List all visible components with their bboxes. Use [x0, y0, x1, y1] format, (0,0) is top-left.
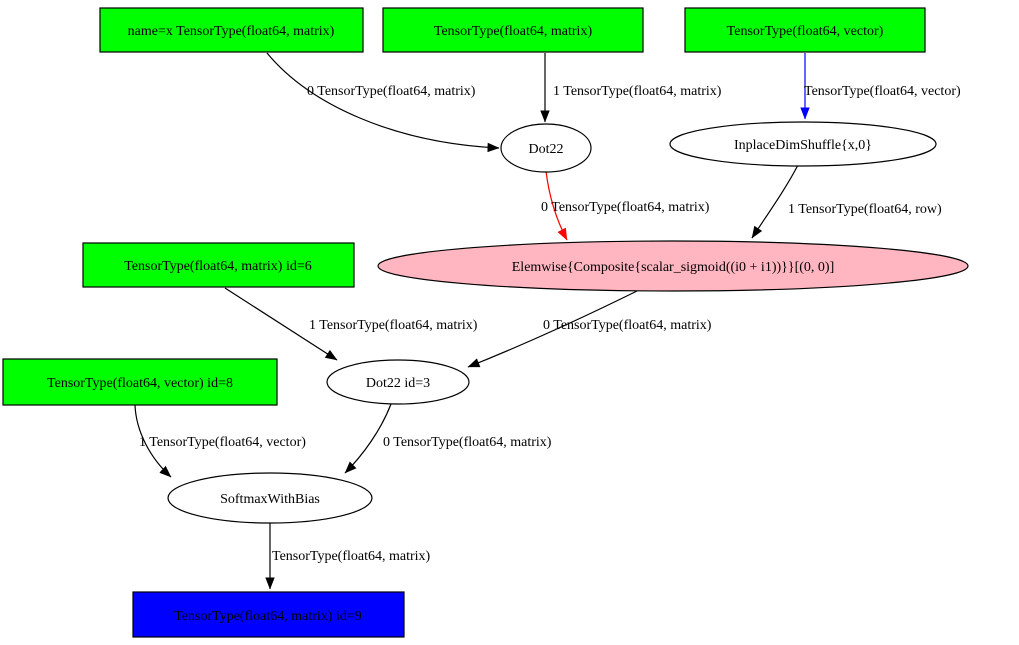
- node-dimshuffle-label: InplaceDimShuffle{x,0}: [734, 138, 872, 153]
- edge-dimshuffle-to-elemwise: [751, 164, 799, 239]
- node-input-x-label: name=x TensorType(float64, matrix): [128, 24, 335, 39]
- node-input-id6: TensorType(float64, matrix) id=6: [82, 242, 355, 288]
- edge-label-id8-to-softmax: 1 TensorType(float64, vector): [139, 435, 306, 450]
- node-elemwise-sigmoid: Elemwise{Composite{scalar_sigmoid((i0 + …: [377, 240, 969, 292]
- edge-labels: 0 TensorType(float64, matrix) 1 TensorTy…: [139, 84, 961, 564]
- node-output-id9: TensorType(float64, matrix) id=9: [132, 591, 405, 638]
- node-input-x: name=x TensorType(float64, matrix): [99, 7, 364, 53]
- node-dot22-ellipse: [500, 123, 592, 173]
- node-input-v: TensorType(float64, vector): [684, 7, 926, 53]
- edges: [134, 52, 810, 590]
- node-dot22-id3: Dot22 id=3: [326, 359, 470, 405]
- node-input-id8-box: [2, 358, 278, 406]
- node-dot22: Dot22: [500, 123, 592, 173]
- node-input-v-label: TensorType(float64, vector): [727, 24, 884, 39]
- node-softmax-with-bias: SoftmaxWithBias: [167, 472, 373, 524]
- node-input-id8: TensorType(float64, vector) id=8: [2, 358, 278, 406]
- node-input-id6-box: [82, 242, 355, 288]
- node-output-id9-label: TensorType(float64, matrix) id=9: [174, 609, 362, 624]
- node-dot22-id3-ellipse: [326, 359, 470, 405]
- node-dimshuffle-ellipse: [669, 121, 937, 167]
- node-input-w-box: [382, 7, 644, 53]
- edge-label-w-to-dot22: 1 TensorType(float64, matrix): [553, 84, 722, 99]
- edge-label-dimshuffle-to-elemwise: 1 TensorType(float64, row): [788, 202, 942, 217]
- edge-label-dot22-to-elemwise: 0 TensorType(float64, matrix): [541, 200, 710, 215]
- edge-id8-to-softmax: [134, 404, 172, 478]
- node-input-id8-label: TensorType(float64, vector) id=8: [47, 376, 233, 391]
- node-output-id9-box: [132, 591, 405, 638]
- node-dot22-id3-label: Dot22 id=3: [366, 376, 430, 391]
- edge-label-elemwise-to-dot22id3: 0 TensorType(float64, matrix): [543, 318, 712, 333]
- node-softmax-with-bias-label: SoftmaxWithBias: [220, 492, 320, 507]
- edge-x-to-dot22: [266, 52, 500, 153]
- node-softmax-with-bias-ellipse: [167, 472, 373, 524]
- edge-label-id6-to-dot22id3: 1 TensorType(float64, matrix): [309, 318, 478, 333]
- edge-elemwise-to-dot22id3: [467, 290, 638, 368]
- edge-label-x-to-dot22: 0 TensorType(float64, matrix): [307, 84, 476, 99]
- edge-dot22id3-to-softmax: [344, 403, 392, 474]
- nodes: name=x TensorType(float64, matrix) Tenso…: [2, 7, 969, 638]
- node-input-w: TensorType(float64, matrix): [382, 7, 644, 53]
- node-input-x-box: [99, 7, 364, 53]
- edge-id6-to-dot22id3: [224, 287, 338, 361]
- node-input-w-label: TensorType(float64, matrix): [434, 24, 593, 39]
- edge-label-v-to-dimshuffle: TensorType(float64, vector): [804, 84, 961, 99]
- node-input-v-box: [684, 7, 926, 53]
- node-dimshuffle: InplaceDimShuffle{x,0}: [669, 121, 937, 167]
- edge-dot22-to-elemwise: [545, 170, 568, 241]
- edge-label-dot22id3-to-softmax: 0 TensorType(float64, matrix): [383, 435, 552, 450]
- node-dot22-label: Dot22: [529, 142, 564, 157]
- edge-label-softmax-to-output: TensorType(float64, matrix): [272, 549, 431, 564]
- node-elemwise-sigmoid-ellipse: [377, 240, 969, 292]
- node-input-id6-label: TensorType(float64, matrix) id=6: [124, 259, 312, 274]
- node-elemwise-sigmoid-label: Elemwise{Composite{scalar_sigmoid((i0 + …: [512, 260, 835, 275]
